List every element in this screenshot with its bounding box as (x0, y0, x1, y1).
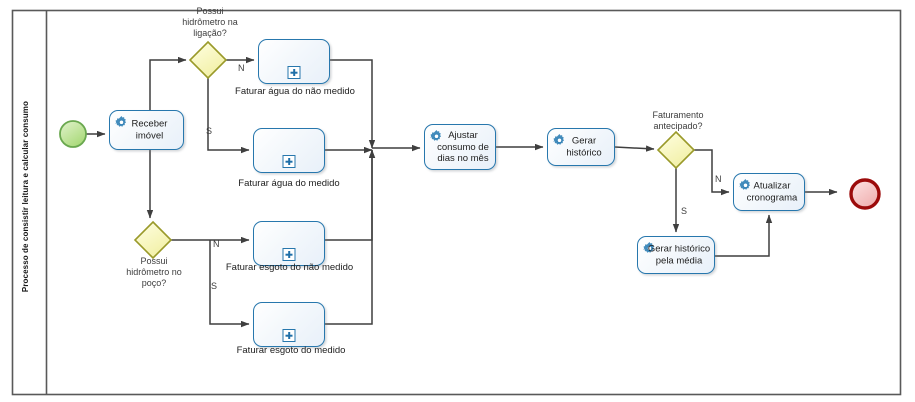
subprocess-faturar-esgoto-medido[interactable] (253, 302, 325, 347)
gateway-layer (133, 40, 696, 260)
task-atualizar-cronograma-label: Atualizar cronograma (746, 180, 798, 204)
subprocess-faturar-agua-nao-medido-caption: Faturar água do não medido (235, 86, 355, 97)
start-event[interactable] (59, 120, 87, 148)
gateway-possui-hidrometro-ligacao-label: Possui hidrômetro na ligação? (182, 6, 238, 38)
flow-label-n-ligacao: N (238, 63, 245, 73)
event-layer (59, 120, 881, 210)
task-gerar-historico-pela-media[interactable]: Gerar histórico pela média (637, 236, 715, 274)
gear-icon (553, 134, 565, 145)
subprocess-expand-icon[interactable] (282, 248, 296, 261)
task-ajustar-consumo[interactable]: Ajustar consumo de dias no mês (424, 124, 496, 170)
gear-icon (739, 179, 751, 190)
connector-layer (73, 56, 838, 328)
flow-media-to-atualizar (715, 214, 773, 257)
subprocess-faturar-agua-medido-caption: Faturar água do medido (238, 178, 340, 189)
gateway-faturamento-antecipado[interactable] (656, 130, 696, 170)
gear-icon (430, 130, 442, 141)
task-atualizar-cronograma[interactable]: Atualizar cronograma (733, 173, 805, 211)
flow-label-n-poco: N (213, 239, 220, 249)
gateway-possui-hidrometro-poco-label: Possui hidrômetro no poço? (126, 256, 182, 288)
flow-label-s-ligacao: S (206, 126, 213, 136)
gateway-possui-hidrometro-ligacao[interactable] (188, 40, 228, 80)
flow-gw-ligacao-s-to-agua-med (207, 78, 250, 154)
flow-gw-poco-s-to-esgoto-med (209, 240, 250, 328)
subprocess-expand-icon[interactable] (282, 155, 296, 168)
flow-agua-nao-med-to-merge (330, 59, 376, 149)
end-event[interactable] (849, 178, 881, 210)
subprocess-expand-icon[interactable] (282, 329, 296, 342)
task-gerar-historico-pela-media-label: Gerar histórico pela média (647, 243, 711, 267)
subprocess-expand-icon[interactable] (287, 66, 301, 79)
task-ajustar-consumo-label: Ajustar consumo de dias no mês (437, 129, 489, 164)
subprocess-faturar-agua-nao-medido[interactable] (258, 39, 330, 84)
gateway-faturamento-antecipado-label: Faturamento antecipado? (652, 110, 704, 131)
flow-label-s-poco: S (211, 281, 218, 291)
task-gerar-historico[interactable]: Gerar histórico (547, 128, 615, 166)
flow-gw-antecipado-n-to-atualizar (694, 149, 730, 196)
subprocess-faturar-agua-medido[interactable] (253, 128, 325, 173)
subprocess-faturar-esgoto-medido-caption: Faturar esgoto do medido (236, 345, 346, 356)
flow-esgoto-med-to-merge (325, 149, 376, 325)
flow-label-s-antecipado: S (681, 206, 688, 216)
subprocess-faturar-esgoto-nao-medido-caption: Faturar esgoto do não medido (225, 262, 354, 273)
task-receber-imovel[interactable]: Receber imóvel (109, 110, 184, 150)
gateway-possui-hidrometro-poco[interactable] (133, 220, 173, 260)
gear-icon (643, 242, 655, 253)
flow-receber-up-to-gw-ligacao (149, 56, 187, 110)
flow-label-n-antecipado: N (715, 174, 722, 184)
gear-icon (115, 116, 127, 127)
task-receber-imovel-label: Receber imóvel (131, 118, 168, 142)
subprocess-faturar-esgoto-nao-medido[interactable] (253, 221, 325, 266)
task-gerar-historico-label: Gerar histórico (566, 135, 602, 159)
flow-gerar-hist-to-gw-antecipado (614, 145, 655, 152)
